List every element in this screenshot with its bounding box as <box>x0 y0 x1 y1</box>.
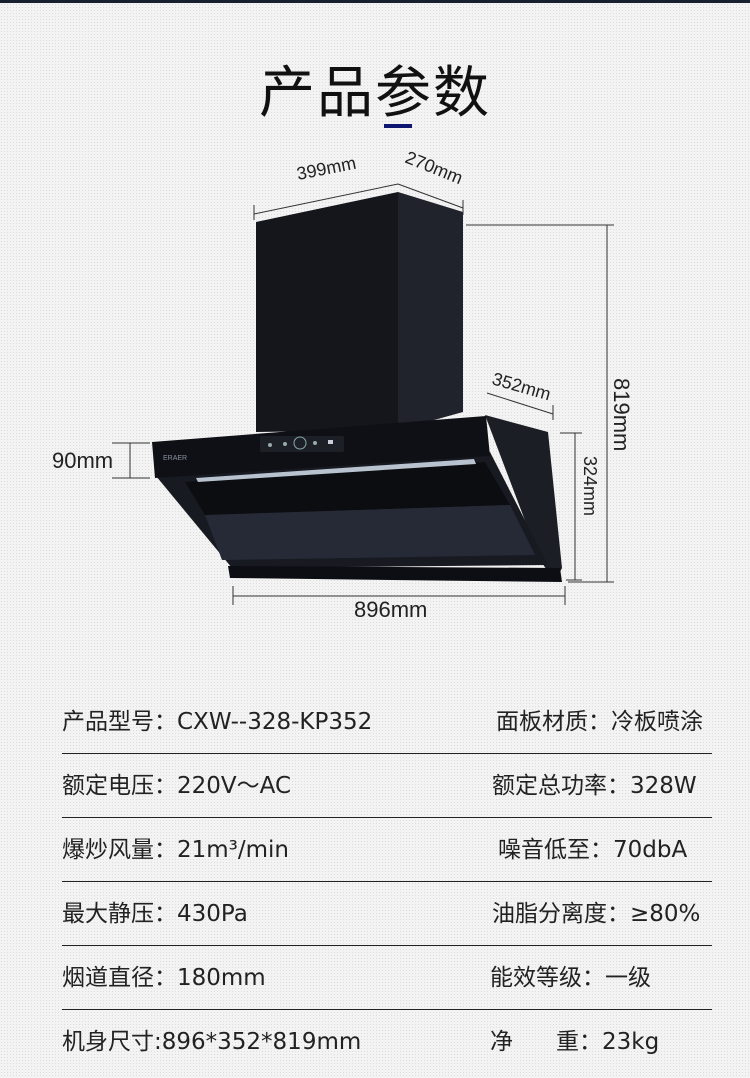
spec-panel-material: 面板材质：冷板喷涂 <box>496 709 703 735</box>
net-weight-value: 重：23kg <box>556 1029 660 1055</box>
row-divider <box>62 881 712 882</box>
dimension-lines <box>112 183 614 605</box>
row-divider <box>62 817 712 818</box>
power-button-icon <box>293 436 307 450</box>
hood-filter <box>185 462 510 515</box>
light-icon <box>268 443 272 447</box>
hood-glass-lower <box>205 505 535 560</box>
dim-depth-top: 270mm <box>403 147 466 188</box>
dim-height-hood: 324mm <box>580 456 600 516</box>
spec-net-weight: 净 重：23kg <box>490 1022 659 1056</box>
spec-voltage: 额定电压：220V～AC <box>62 773 292 799</box>
spec-model: 产品型号：CXW--328-KP352 <box>62 709 373 735</box>
fan-low-icon <box>283 442 287 446</box>
spec-dimensions: 机身尺寸:896*352*819mm <box>62 1029 362 1055</box>
spec-row: 产品型号：CXW--328-KP352 面板材质：冷板喷涂 <box>0 690 750 754</box>
spec-power: 额定总功率：328W <box>492 773 697 799</box>
clean-icon <box>328 440 333 444</box>
dim-height-total: 819mm <box>609 378 634 451</box>
dim-panel-height: 90mm <box>52 448 113 473</box>
dim-width-top: 399mm <box>295 153 358 184</box>
page-title: 产品参数 <box>259 61 491 126</box>
spec-static-pressure: 最大静压：430Pa <box>62 901 248 927</box>
spec-row: 爆炒风量：21m³/min 噪音低至：70dbA <box>0 818 750 882</box>
spec-table: 产品型号：CXW--328-KP352 面板材质：冷板喷涂 额定电压：220V～… <box>0 690 750 1074</box>
hood-base <box>228 566 562 582</box>
spec-energy-grade: 能效等级：一级 <box>490 965 651 991</box>
hood-light-strip <box>196 459 476 482</box>
spec-noise: 噪音低至：70dbA <box>498 837 688 863</box>
hood-side <box>485 415 562 582</box>
touch-controls <box>260 436 344 452</box>
chimney-front <box>256 192 398 432</box>
dim-width-total: 896mm <box>354 597 427 622</box>
chimney-side <box>398 192 463 430</box>
title-underline <box>384 124 412 128</box>
fan-high-icon <box>313 441 317 445</box>
spec-airflow: 爆炒风量：21m³/min <box>62 837 290 863</box>
range-hood-dimension-diagram: ERAER 399mm 270mm 819mm 352mm 324mm 90mm… <box>52 147 634 622</box>
brand-logo: ERAER <box>163 455 187 462</box>
top-bar <box>0 0 750 3</box>
dim-depth-hood: 352mm <box>490 369 553 405</box>
spec-row: 烟道直径：180mm 能效等级：一级 <box>0 946 750 1010</box>
spec-row: 最大静压：430Pa 油脂分离度：≥80% <box>0 882 750 946</box>
row-divider <box>62 1009 712 1010</box>
spec-row: 额定电压：220V～AC 额定总功率：328W <box>0 754 750 818</box>
spec-grease-separation: 油脂分离度：≥80% <box>492 901 701 927</box>
row-divider <box>62 753 712 754</box>
net-weight-label-a: 净 <box>490 1029 513 1055</box>
row-divider <box>62 945 712 946</box>
spec-duct-diameter: 烟道直径：180mm <box>62 965 266 991</box>
spec-row: 机身尺寸:896*352*819mm 净 重：23kg <box>0 1010 750 1074</box>
